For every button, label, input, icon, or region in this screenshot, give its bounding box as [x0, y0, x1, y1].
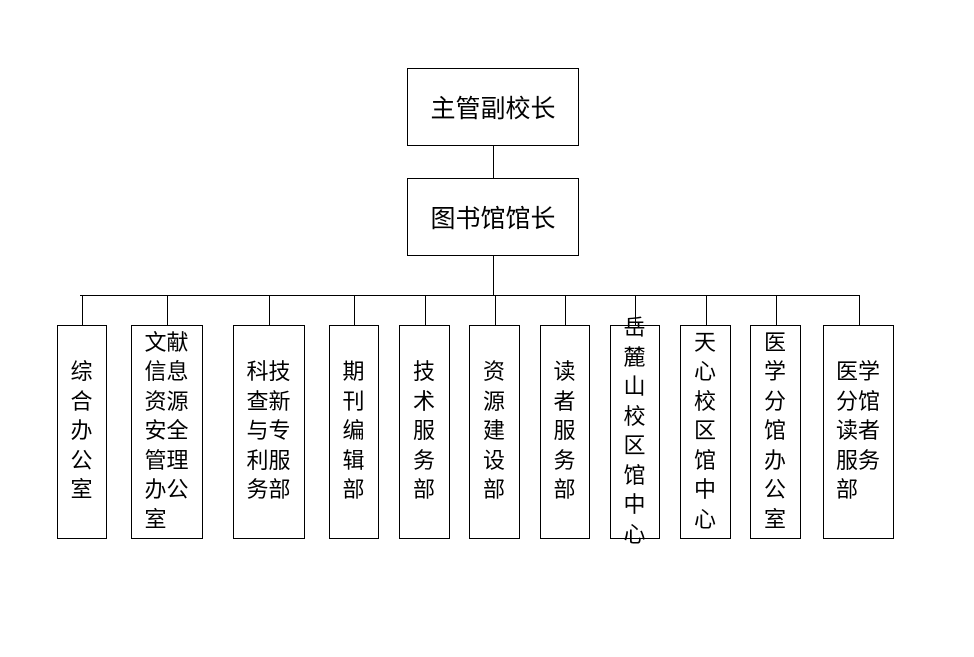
- connector: [859, 295, 860, 325]
- connector: [82, 295, 83, 325]
- node-vice-president: 主管副校长: [407, 68, 579, 146]
- node-label: 技术服务部: [413, 360, 436, 504]
- connector: [495, 295, 496, 325]
- connector: [706, 295, 707, 325]
- node-department: 期刊编辑部: [329, 325, 379, 539]
- node-department: 读者服务部: [540, 325, 590, 539]
- node-label: 资源建设部: [483, 360, 506, 504]
- node-label: 医学分馆读者服务部: [836, 360, 881, 504]
- node-label: 岳麓山校区馆中心: [623, 316, 646, 548]
- node-department: 岳麓山校区馆中心: [610, 316, 660, 548]
- node-department: 天心校区馆中心: [680, 325, 731, 539]
- connector: [425, 295, 426, 325]
- node-library-director: 图书馆馆长: [407, 178, 579, 256]
- connector: [776, 295, 777, 325]
- node-department: 医学分馆读者服务部: [823, 325, 894, 539]
- node-label: 期刊编辑部: [342, 360, 365, 504]
- node-label: 综合办公室: [70, 360, 93, 504]
- connector: [635, 295, 636, 325]
- connector: [354, 295, 355, 325]
- node-label: 天心校区馆中心: [694, 330, 717, 533]
- connector: [493, 145, 494, 178]
- connector: [493, 255, 494, 295]
- node-label: 医学分馆办公室: [764, 330, 787, 533]
- node-department: 综合办公室: [57, 325, 107, 539]
- connector: [167, 295, 168, 325]
- node-label: 图书馆馆长: [430, 204, 556, 233]
- node-department: 资源建设部: [469, 325, 520, 539]
- connector-horizontal: [80, 295, 860, 296]
- node-department: 文献信息资源安全管理办公室: [131, 325, 203, 539]
- node-label: 读者服务部: [553, 360, 576, 504]
- connector: [269, 295, 270, 325]
- node-label: 文献信息资源安全管理办公室: [144, 330, 189, 533]
- node-department: 医学分馆办公室: [750, 325, 801, 539]
- node-department: 科技查新与专利服务部: [233, 325, 305, 539]
- connector: [565, 295, 566, 325]
- node-department: 技术服务部: [399, 325, 450, 539]
- node-label: 主管副校长: [430, 94, 556, 123]
- node-label: 科技查新与专利服务部: [246, 360, 291, 504]
